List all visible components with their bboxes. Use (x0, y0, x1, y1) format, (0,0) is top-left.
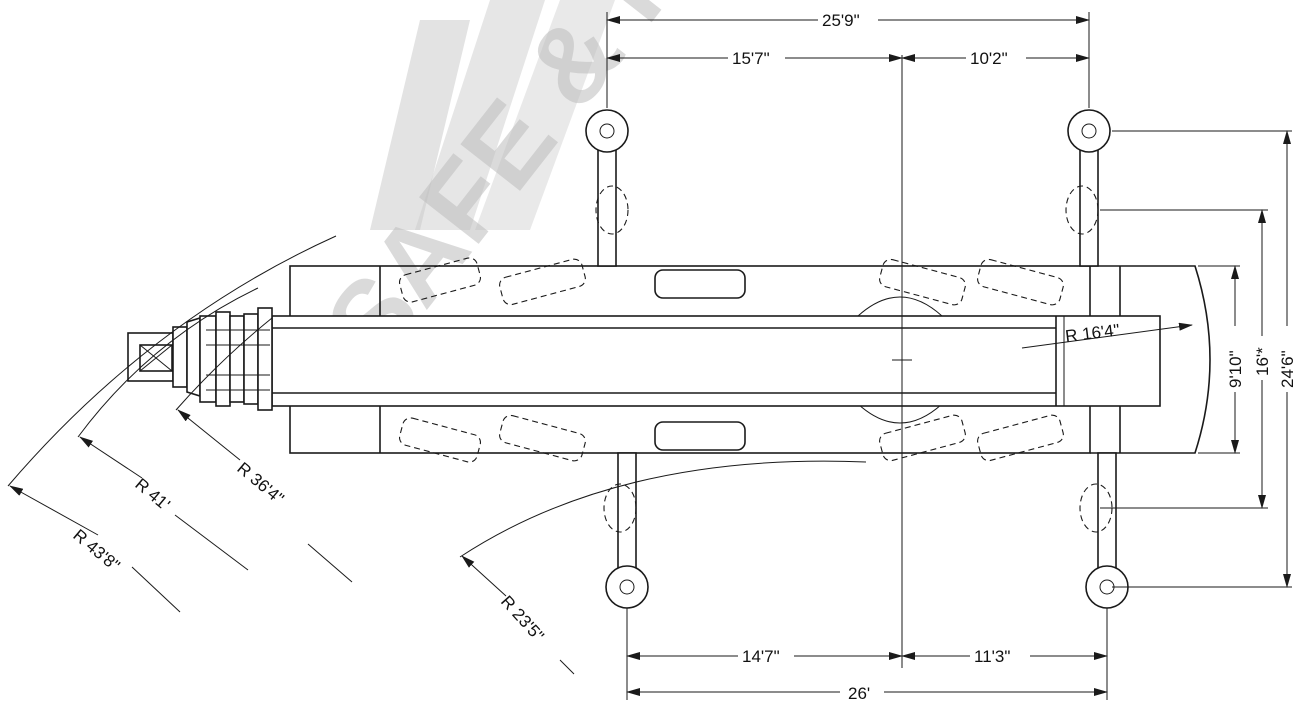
dim-label-bottom-right: 11'3" (974, 647, 1010, 666)
steered-tires (398, 257, 1064, 463)
dim-label-top-left: 15'7" (732, 49, 770, 68)
boom (271, 315, 1161, 407)
radius-label-r2: R 41' (131, 475, 173, 515)
dim-label-top-overall: 25'9" (822, 11, 860, 30)
dim-label-right-body: 9'10" (1226, 350, 1245, 388)
radius-r3: R 36'4" (177, 409, 353, 583)
centerline (892, 55, 912, 668)
dim-top-left: 15'7" (606, 49, 903, 68)
dim-label-bottom-left: 14'7" (742, 647, 780, 666)
radius-r4: R 23'5" (461, 555, 575, 675)
outriggers (585, 109, 1129, 609)
dim-top-right: 10'2" (901, 49, 1090, 68)
swing-arcs (7, 235, 867, 558)
boom-head (127, 307, 273, 411)
radius-label-r3: R 36'4" (233, 459, 287, 509)
tires (654, 269, 746, 451)
dim-bottom-overall: 26' (626, 684, 1108, 703)
radius-label-r1: R 43'8" (69, 526, 123, 576)
dim-label-right-outer: 24'6" (1278, 350, 1297, 388)
dim-label-bottom-overall: 26' (848, 684, 870, 703)
radius-label-r4: R 23'5" (497, 592, 548, 645)
dim-right-outer: 24'6" (1278, 130, 1297, 588)
dim-label-top-right: 10'2" (970, 49, 1008, 68)
dim-right-inner: 16'* (1253, 209, 1272, 509)
dim-label-right-inner: 16'* (1253, 347, 1272, 376)
dim-bottom-right: 11'3" (901, 647, 1108, 666)
dim-right-body: 9'10" (1226, 265, 1245, 454)
dim-bottom-left: 14'7" (626, 647, 903, 666)
dim-top-overall: 25'9" (606, 11, 1090, 30)
